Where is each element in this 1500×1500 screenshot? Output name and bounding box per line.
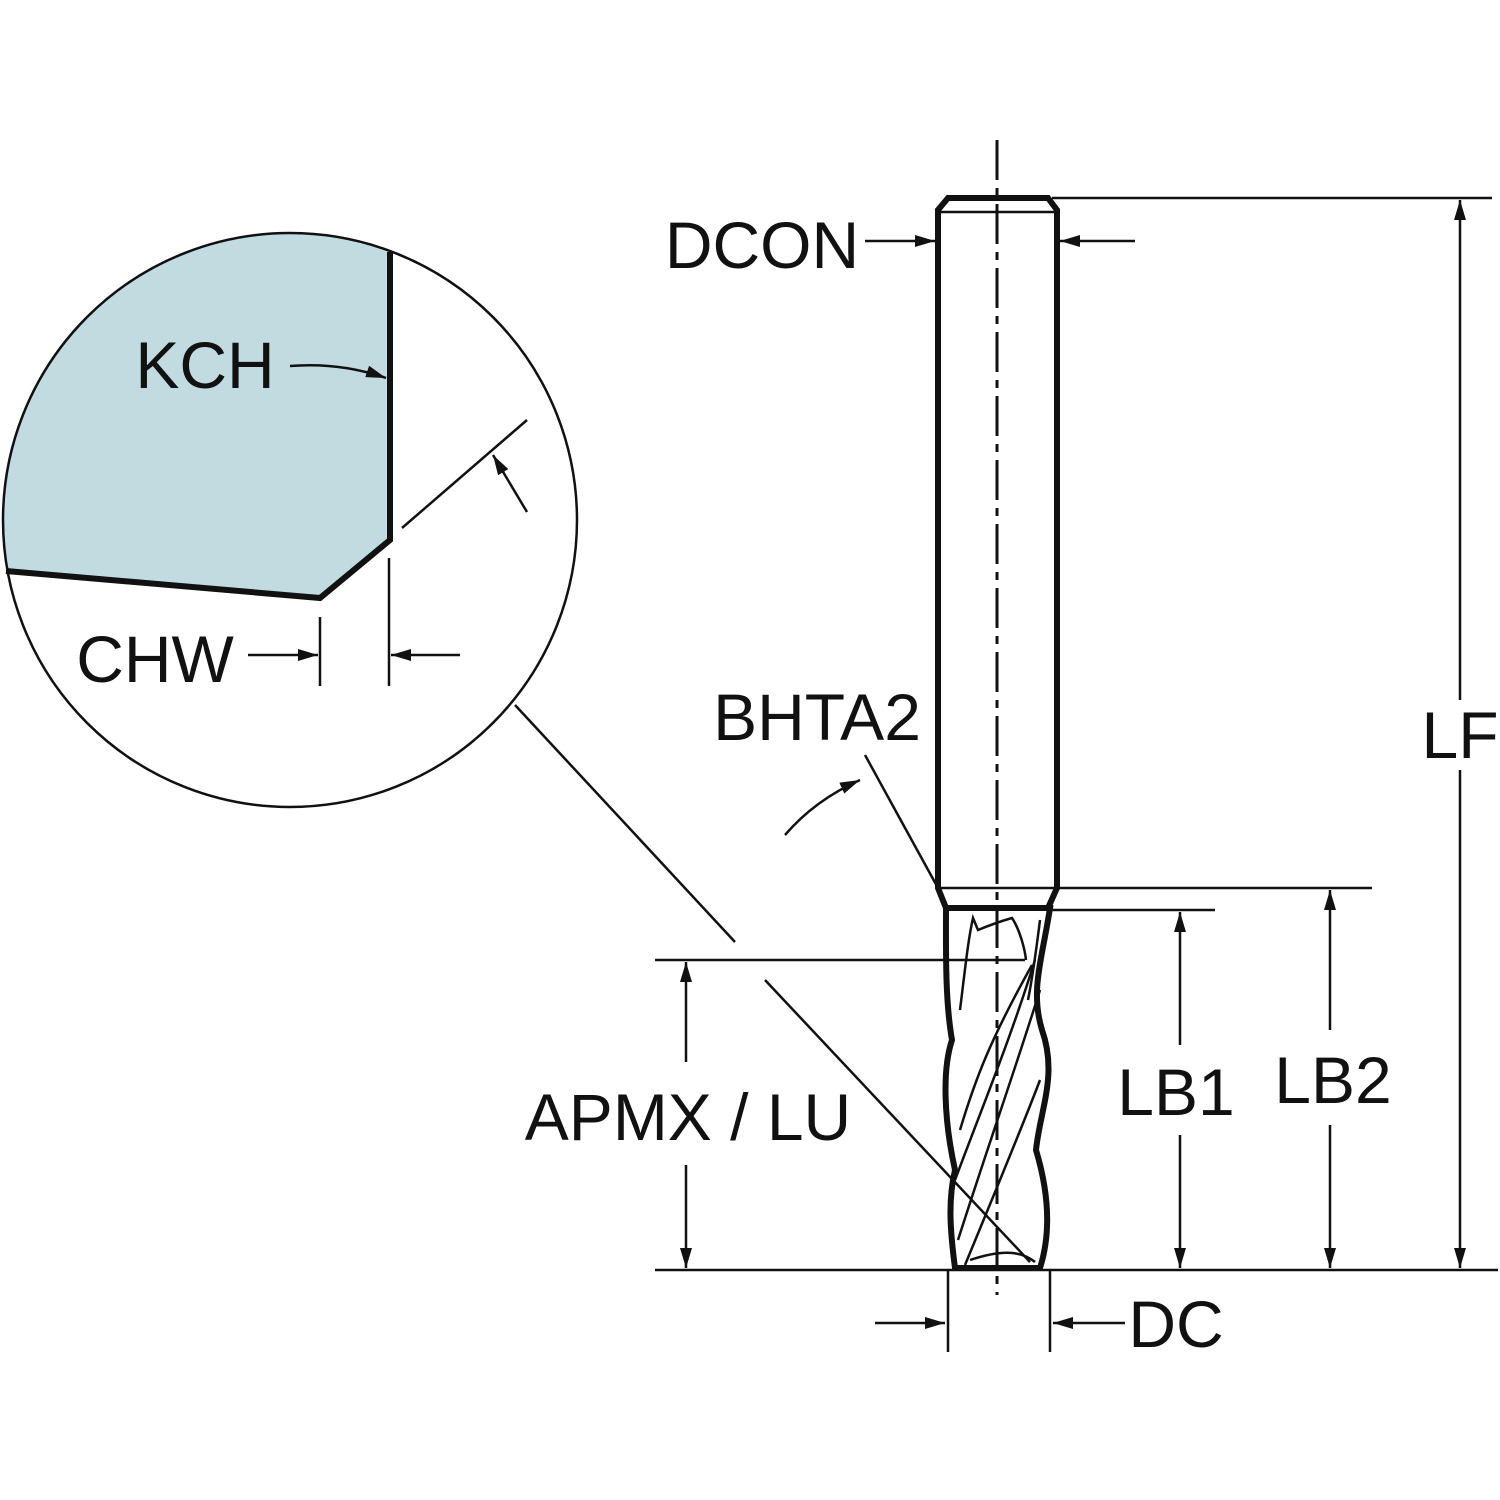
detail-leader xyxy=(514,704,736,943)
kch-label: KCH xyxy=(135,328,274,402)
lb1-label: LB1 xyxy=(1117,1055,1234,1129)
bhta2-ref-line xyxy=(863,754,940,889)
chw-label: CHW xyxy=(76,622,234,696)
detail-view: KCH CHW xyxy=(1,231,579,809)
bhta2-arrow xyxy=(784,778,861,836)
detail-edge xyxy=(5,252,393,602)
dcon-label: DCON xyxy=(665,208,859,282)
detail-fill xyxy=(3,233,390,598)
angle-ref-line xyxy=(401,419,528,529)
fluted-part xyxy=(942,905,1054,1271)
angle-arrow xyxy=(491,454,529,513)
bhta2-label: BHTA2 xyxy=(713,680,921,754)
lf-label: LF xyxy=(1421,698,1498,772)
apmx-lu-label: APMX / LU xyxy=(525,1080,851,1154)
kch-arrow xyxy=(289,363,387,380)
lb2-label: LB2 xyxy=(1274,1043,1391,1117)
dc-label: DC xyxy=(1128,1287,1223,1361)
